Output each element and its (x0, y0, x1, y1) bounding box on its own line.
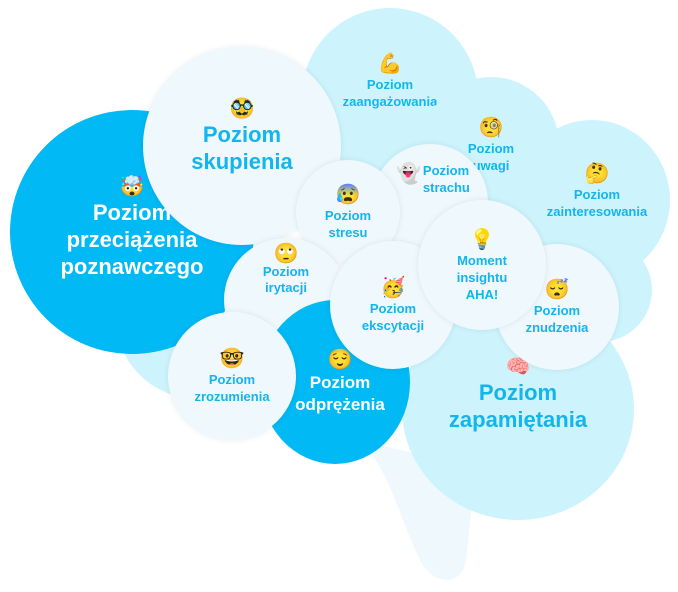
flexed-biceps-icon: 💪 (377, 53, 403, 75)
disguised-face-icon: 🥸 (229, 98, 255, 120)
partying-face-icon: 🥳 (380, 277, 406, 299)
bubble-moment-aha[interactable]: 💡 Moment insightu AHA! (418, 200, 546, 330)
relieved-face-icon: 😌 (327, 349, 353, 371)
anxious-face-icon: 😰 (335, 184, 361, 206)
bubble-label: Poziom przeciążenia poznawczego (60, 199, 204, 279)
bubble-label: Poziom zainteresowania (546, 187, 648, 219)
bubble-label: Poziom zapamiętania (448, 380, 588, 432)
sleeping-face-icon: 😴 (544, 279, 570, 301)
bubble-label: Poziom strachu (422, 163, 470, 195)
bubble-label: Poziom znudzenia (525, 303, 589, 335)
bubble-label: Poziom ekscytacji (361, 301, 425, 333)
bubble-label: Poziom odprężenia (295, 373, 385, 414)
thinking-face-icon: 🤔 (584, 163, 610, 185)
light-bulb-icon: 💡 (469, 228, 495, 251)
strachu-content: 👻 Poziom strachu (396, 162, 470, 196)
exploding-head-icon: 🤯 (119, 175, 145, 198)
brain-icon: 🧠 (505, 356, 531, 378)
nerd-face-icon: 🤓 (219, 348, 245, 370)
eye-roll-icon: 🙄 (273, 243, 299, 265)
bubble-label: Moment insightu AHA! (456, 252, 508, 302)
bubble-label: Poziom zrozumienia (194, 372, 270, 404)
ghost-icon: 👻 (396, 163, 421, 185)
monocle-face-icon: 🧐 (478, 117, 504, 139)
bubble-zrozumienia[interactable]: 🤓 Poziom zrozumienia (168, 312, 296, 440)
bubble-label: Poziom skupienia (191, 122, 293, 174)
bubble-label: Poziom irytacji (262, 264, 310, 295)
bubble-label: Poziom zaangażowania (342, 77, 438, 109)
bubble-label: Poziom uwagi (467, 141, 515, 173)
bubble-label: Poziom stresu (324, 208, 372, 240)
